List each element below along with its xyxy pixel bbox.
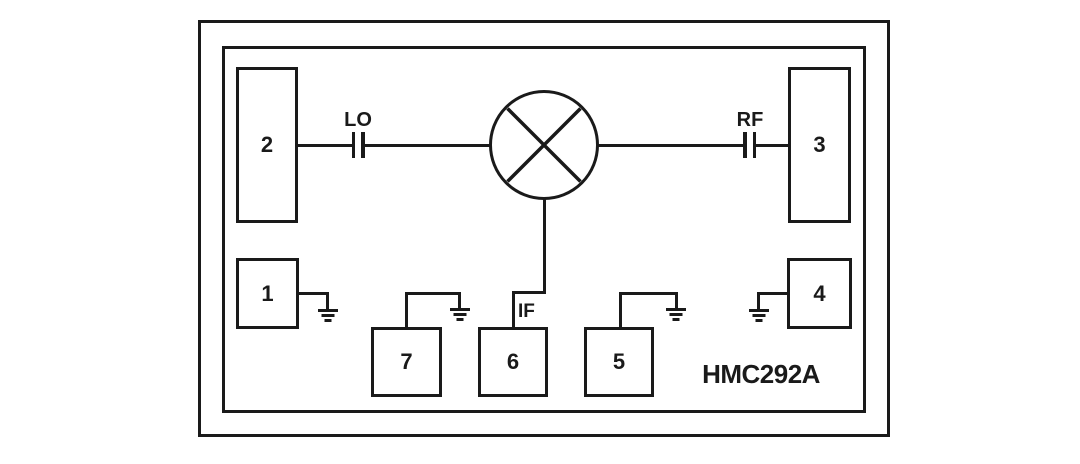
ground-icon-pad1 xyxy=(317,309,338,322)
wire-pad7-to-ground xyxy=(405,292,461,295)
outer-package-border xyxy=(198,20,890,437)
pad-1-box: 1 xyxy=(236,258,299,329)
wire-pad4-to-ground xyxy=(757,292,787,295)
die-border xyxy=(222,46,866,413)
wire-mixer-to-rf-cap xyxy=(598,144,743,147)
wire-lo-cap-to-mixer xyxy=(363,144,490,147)
pad-3-label: 3 xyxy=(813,132,826,157)
lo-port-label: LO xyxy=(344,109,372,131)
pad-7-box: 7 xyxy=(371,327,442,397)
mixer-icon xyxy=(489,90,599,200)
rf-capacitor-icon xyxy=(743,132,756,158)
wire-pad1-ground-stub xyxy=(326,292,329,310)
wire-pad5-to-ground xyxy=(618,292,678,295)
wire-mixer-if-drop xyxy=(543,198,546,293)
wire-pad1-to-ground xyxy=(299,292,329,295)
pad-5-label: 5 xyxy=(612,349,626,374)
pad-5-box: 5 xyxy=(584,327,654,397)
if-port-label: IF xyxy=(518,301,535,322)
pad-6-label: 6 xyxy=(506,349,520,374)
rf-port-label: RF xyxy=(736,109,764,131)
lo-capacitor-icon xyxy=(351,132,365,158)
part-number-label: HMC292A xyxy=(702,359,820,389)
wire-rf-cap-to-pad3 xyxy=(755,144,788,147)
pad-7-label: 7 xyxy=(400,349,413,374)
pad-2-box: 2 xyxy=(236,67,298,223)
wire-if-to-pad6 xyxy=(511,291,515,328)
pad-2-label: 2 xyxy=(260,132,274,157)
wire-pad7-riser xyxy=(405,292,408,327)
wire-if-jog xyxy=(511,290,546,294)
mixer-x-glyph xyxy=(506,107,582,183)
ground-icon-pad4 xyxy=(748,308,769,322)
wire-pad2-to-lo-cap xyxy=(298,144,352,147)
pad-4-box: 4 xyxy=(787,258,852,329)
pad-6-box: 6 xyxy=(478,327,548,397)
wire-pad5-ground-stub xyxy=(674,292,678,308)
ground-icon-pad5 xyxy=(666,307,686,321)
wire-pad7-ground-stub xyxy=(458,292,461,308)
pad-3-box: 3 xyxy=(788,67,851,223)
wire-pad5-riser xyxy=(618,292,622,327)
wire-pad4-ground-stub xyxy=(757,292,760,309)
pad-1-label: 1 xyxy=(261,280,274,306)
ground-icon-pad7 xyxy=(449,307,470,321)
pad-4-label: 4 xyxy=(813,280,826,306)
